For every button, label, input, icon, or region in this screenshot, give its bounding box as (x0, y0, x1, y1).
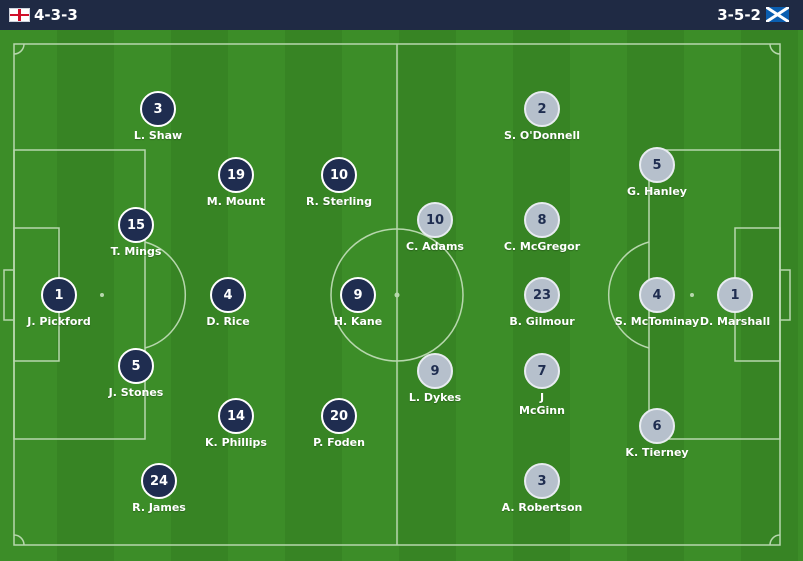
shirt-number: 14 (218, 398, 254, 434)
shirt-number: 1 (717, 277, 753, 313)
player-marker[interactable]: 19 M. Mount (176, 157, 296, 208)
player-name: J McGinn (519, 391, 565, 417)
player-name: C. Adams (406, 240, 464, 253)
player-name: H. Kane (333, 315, 383, 328)
player-name: J. Stones (108, 386, 164, 399)
player-marker[interactable]: 9 H. Kane (298, 277, 418, 328)
shirt-number: 20 (321, 398, 357, 434)
player-name: D. Rice (206, 315, 250, 328)
player-name: B. Gilmour (509, 315, 575, 328)
shirt-number: 19 (218, 157, 254, 193)
shirt-number: 9 (340, 277, 376, 313)
player-marker[interactable]: 20 P. Foden (279, 398, 399, 449)
player-marker[interactable]: 9 L. Dykes (375, 353, 495, 404)
shirt-number: 3 (140, 91, 176, 127)
player-marker[interactable]: 24 R. James (99, 463, 219, 514)
player-marker[interactable]: 4 D. Rice (168, 277, 288, 328)
player-marker[interactable]: 4 S. McTominay (597, 277, 717, 328)
player-name: L. Dykes (408, 391, 462, 404)
shirt-number: 4 (639, 277, 675, 313)
player-name: R. James (132, 501, 186, 514)
player-marker[interactable]: 3 L. Shaw (98, 91, 218, 142)
shirt-number: 5 (118, 348, 154, 384)
shirt-number: 6 (639, 408, 675, 444)
player-marker[interactable]: 8 C. McGregor (482, 202, 602, 253)
player-name: A. Robertson (501, 501, 583, 514)
player-marker[interactable]: 23 B. Gilmour (482, 277, 602, 328)
shirt-number: 7 (524, 353, 560, 389)
player-name: K. Tierney (625, 446, 689, 459)
away-formation: 3-5-2 (717, 6, 761, 24)
home-formation: 4-3-3 (34, 6, 78, 24)
player-name: J. Pickford (27, 315, 91, 328)
shirt-number: 4 (210, 277, 246, 313)
shirt-number: 10 (417, 202, 453, 238)
scotland-flag-icon (766, 7, 789, 22)
pitch: 1 J. Pickford 3 L. Shaw 15 T. Mings 5 J.… (0, 30, 803, 561)
player-name: T. Mings (110, 245, 162, 258)
player-marker[interactable]: 2 S. O'Donnell (482, 91, 602, 142)
player-name: C. McGregor (503, 240, 581, 253)
player-marker[interactable]: 1 J. Pickford (0, 277, 119, 328)
player-marker[interactable]: 5 J. Stones (76, 348, 196, 399)
shirt-number: 3 (524, 463, 560, 499)
player-name: P. Foden (313, 436, 365, 449)
shirt-number: 15 (118, 207, 154, 243)
shirt-number: 23 (524, 277, 560, 313)
player-marker[interactable]: 7 J McGinn (482, 353, 602, 417)
player-marker[interactable]: 14 K. Phillips (176, 398, 296, 449)
shirt-number: 10 (321, 157, 357, 193)
player-name: R. Sterling (306, 195, 372, 208)
player-marker[interactable]: 5 G. Hanley (597, 147, 717, 198)
player-marker[interactable]: 6 K. Tierney (597, 408, 717, 459)
player-name: S. O'Donnell (503, 129, 580, 142)
formation-header: 4-3-3 3-5-2 (0, 0, 803, 30)
player-marker[interactable]: 10 R. Sterling (279, 157, 399, 208)
shirt-number: 5 (639, 147, 675, 183)
shirt-number: 24 (141, 463, 177, 499)
player-marker[interactable]: 15 T. Mings (76, 207, 196, 258)
player-name: K. Phillips (205, 436, 267, 449)
shirt-number: 8 (524, 202, 560, 238)
player-marker[interactable]: 3 A. Robertson (482, 463, 602, 514)
player-name: S. McTominay (614, 315, 700, 328)
shirt-number: 2 (524, 91, 560, 127)
player-name: L. Shaw (133, 129, 183, 142)
player-name: G. Hanley (627, 185, 687, 198)
england-flag-icon (9, 8, 30, 22)
player-name: D. Marshall (699, 315, 771, 328)
player-name: M. Mount (206, 195, 266, 208)
player-marker[interactable]: 10 C. Adams (375, 202, 495, 253)
shirt-number: 1 (41, 277, 77, 313)
shirt-number: 9 (417, 353, 453, 389)
player-marker[interactable]: 1 D. Marshall (675, 277, 795, 328)
